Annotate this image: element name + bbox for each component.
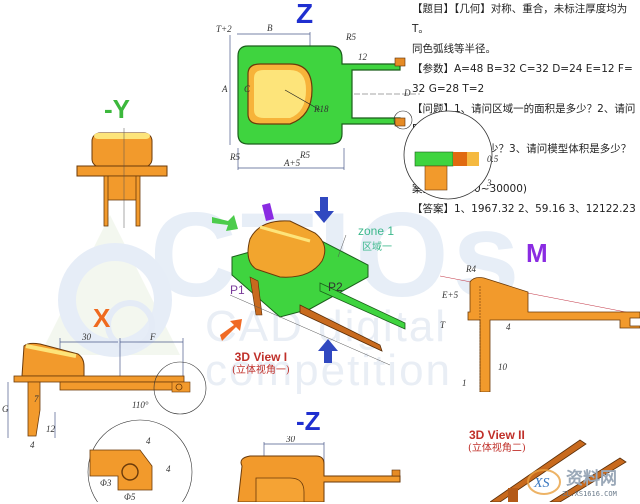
svg-text:R5: R5 (299, 150, 310, 160)
svg-text:D: D (403, 88, 411, 98)
problem-title: 【题目】【几何】对称、重合，未标注厚度均为T。 (412, 3, 628, 35)
3d-view-1-subtitle: (立体视角一) (232, 365, 290, 376)
problem-params: 【参数】A=48 B=32 C=32 D=24 E=12 F= (412, 63, 633, 75)
3d-view-1-caption: 3D View I (立体视角一) (232, 350, 290, 378)
svg-text:R5: R5 (229, 152, 240, 162)
detail-view-tab: 0.5 3 (403, 110, 499, 200)
zone1-label-cn: 区域一 (362, 242, 392, 253)
svg-text:G: G (2, 404, 9, 414)
svg-text:Φ3: Φ3 (100, 478, 112, 488)
svg-text:3: 3 (486, 178, 492, 188)
site-logo-name: 资料网 (566, 468, 617, 489)
m-view-drawing: R4 E+5 T 4 10 1 (440, 264, 640, 392)
svg-text:R5: R5 (345, 32, 356, 42)
svg-text:F: F (149, 332, 156, 342)
view-label-neg-z: -Z (296, 406, 321, 436)
svg-text:A+5: A+5 (283, 158, 301, 168)
svg-text:7: 7 (34, 394, 39, 404)
site-logo: XS 资料网 ZL.XS1616.COM (526, 456, 636, 500)
svg-text:1: 1 (462, 378, 467, 388)
zone1-label: zone 1 (358, 224, 395, 238)
p1-label: P1 (230, 283, 245, 297)
neg-y-view-drawing (76, 128, 168, 228)
svg-text:B: B (267, 23, 273, 33)
3d-view-2-subtitle: (立体视角二) (468, 443, 526, 454)
site-logo-url: ZL.XS1616.COM (562, 490, 617, 498)
view-label-z: Z (296, 0, 314, 29)
watermark-gear-icon (40, 215, 180, 357)
3d-view-1-drawing (212, 197, 406, 366)
svg-text:30: 30 (285, 436, 296, 444)
svg-text:A: A (221, 84, 228, 94)
svg-text:E+5: E+5 (441, 290, 459, 300)
arrow-neg-z-icon (318, 339, 338, 363)
3d-view-2-caption: 3D View II (立体视角二) (468, 428, 526, 456)
dim-t-plus-2: T+2 (216, 24, 232, 34)
svg-text:4: 4 (146, 436, 151, 446)
3d-view-1-title: 3D View I (234, 350, 288, 364)
svg-text:4: 4 (506, 322, 511, 332)
svg-text:110°: 110° (132, 400, 149, 410)
arrow-x-icon (212, 215, 238, 231)
p2-label: P2 (328, 280, 343, 294)
x-view-drawing: 30 F G 7 12 4 110° 4 4 Φ3 Φ5 (2, 332, 207, 502)
svg-text:R4: R4 (465, 264, 476, 274)
arrow-z-icon (314, 197, 334, 223)
z-view-drawing: T+2 B R5 12 A C D R18 R5 R5 A+5 (216, 23, 420, 170)
svg-text:10: 10 (498, 362, 508, 372)
view-label-m: M (526, 238, 548, 268)
svg-text:12: 12 (46, 424, 56, 434)
view-label-neg-y: -Y (104, 94, 130, 124)
problem-params-2: 32 G=28 T=2 (412, 83, 485, 95)
svg-text:4: 4 (30, 440, 35, 450)
svg-text:4: 4 (166, 464, 171, 474)
problem-title-2: 同色弧线等半径。 (412, 43, 496, 55)
svg-text:0.5: 0.5 (487, 154, 499, 164)
view-label-x: X (93, 303, 111, 333)
site-logo-mark: XS (533, 476, 550, 491)
svg-text:12: 12 (358, 52, 368, 62)
arrow-m-icon (262, 203, 274, 221)
svg-text:T: T (440, 320, 446, 330)
svg-text:Φ5: Φ5 (124, 492, 136, 502)
3d-view-2-title: 3D View II (469, 428, 525, 442)
problem-answer: 【答案】1、1967.32 2、59.16 3、12122.23 (412, 203, 636, 215)
svg-text:C: C (244, 84, 251, 94)
svg-text:R18: R18 (313, 104, 329, 114)
svg-text:30: 30 (81, 332, 92, 342)
arrow-neg-x-icon (220, 319, 242, 341)
neg-z-view-drawing: 30 (237, 436, 401, 502)
